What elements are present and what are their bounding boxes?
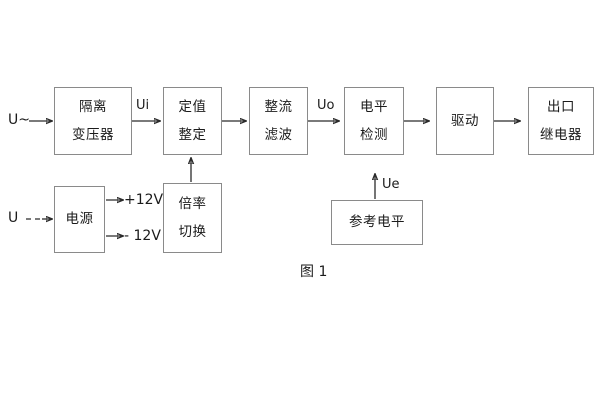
block-line: 电平 (360, 99, 388, 116)
block-line: 定值 (178, 99, 207, 116)
block-line: 变压器 (72, 126, 114, 143)
block-level-detect[interactable]: 电平 检测 (344, 87, 404, 155)
label-input-ac: U~ (8, 112, 30, 128)
block-isolation-transformer[interactable]: 隔离 变压器 (54, 87, 132, 155)
block-line: 倍率 (178, 196, 207, 213)
block-line: 隔离 (79, 99, 107, 116)
block-line: 出口 (547, 99, 575, 116)
block-line: 继电器 (540, 126, 582, 143)
block-reference-level[interactable]: 参考电平 (331, 200, 423, 245)
block-line: 驱动 (451, 112, 479, 129)
block-line: 电源 (65, 211, 94, 228)
label-signal-ui: Ui (136, 98, 150, 113)
block-output-relay[interactable]: 出口 继电器 (528, 87, 594, 155)
block-multiplier-switch[interactable]: 倍率 切换 (163, 183, 222, 253)
block-line: 检测 (360, 126, 388, 143)
label-input-dc: U (8, 210, 19, 226)
block-line: 切换 (178, 223, 207, 240)
block-line: 参考电平 (349, 214, 405, 231)
block-rectify-filter[interactable]: 整流 滤波 (249, 87, 308, 155)
block-line: 整定 (178, 126, 207, 143)
block-line: 滤波 (264, 126, 293, 143)
block-line: 整流 (264, 99, 293, 116)
label-signal-ue: Ue (382, 177, 400, 192)
label-rail-positive: +12V (124, 192, 164, 208)
block-setting-value[interactable]: 定值 整定 (163, 87, 222, 155)
block-drive[interactable]: 驱动 (436, 87, 494, 155)
label-signal-uo: Uo (317, 98, 335, 113)
label-rail-negative: - 12V (124, 228, 161, 244)
figure-caption: 图 1 (300, 264, 328, 280)
block-power-supply[interactable]: 电源 (54, 186, 105, 253)
